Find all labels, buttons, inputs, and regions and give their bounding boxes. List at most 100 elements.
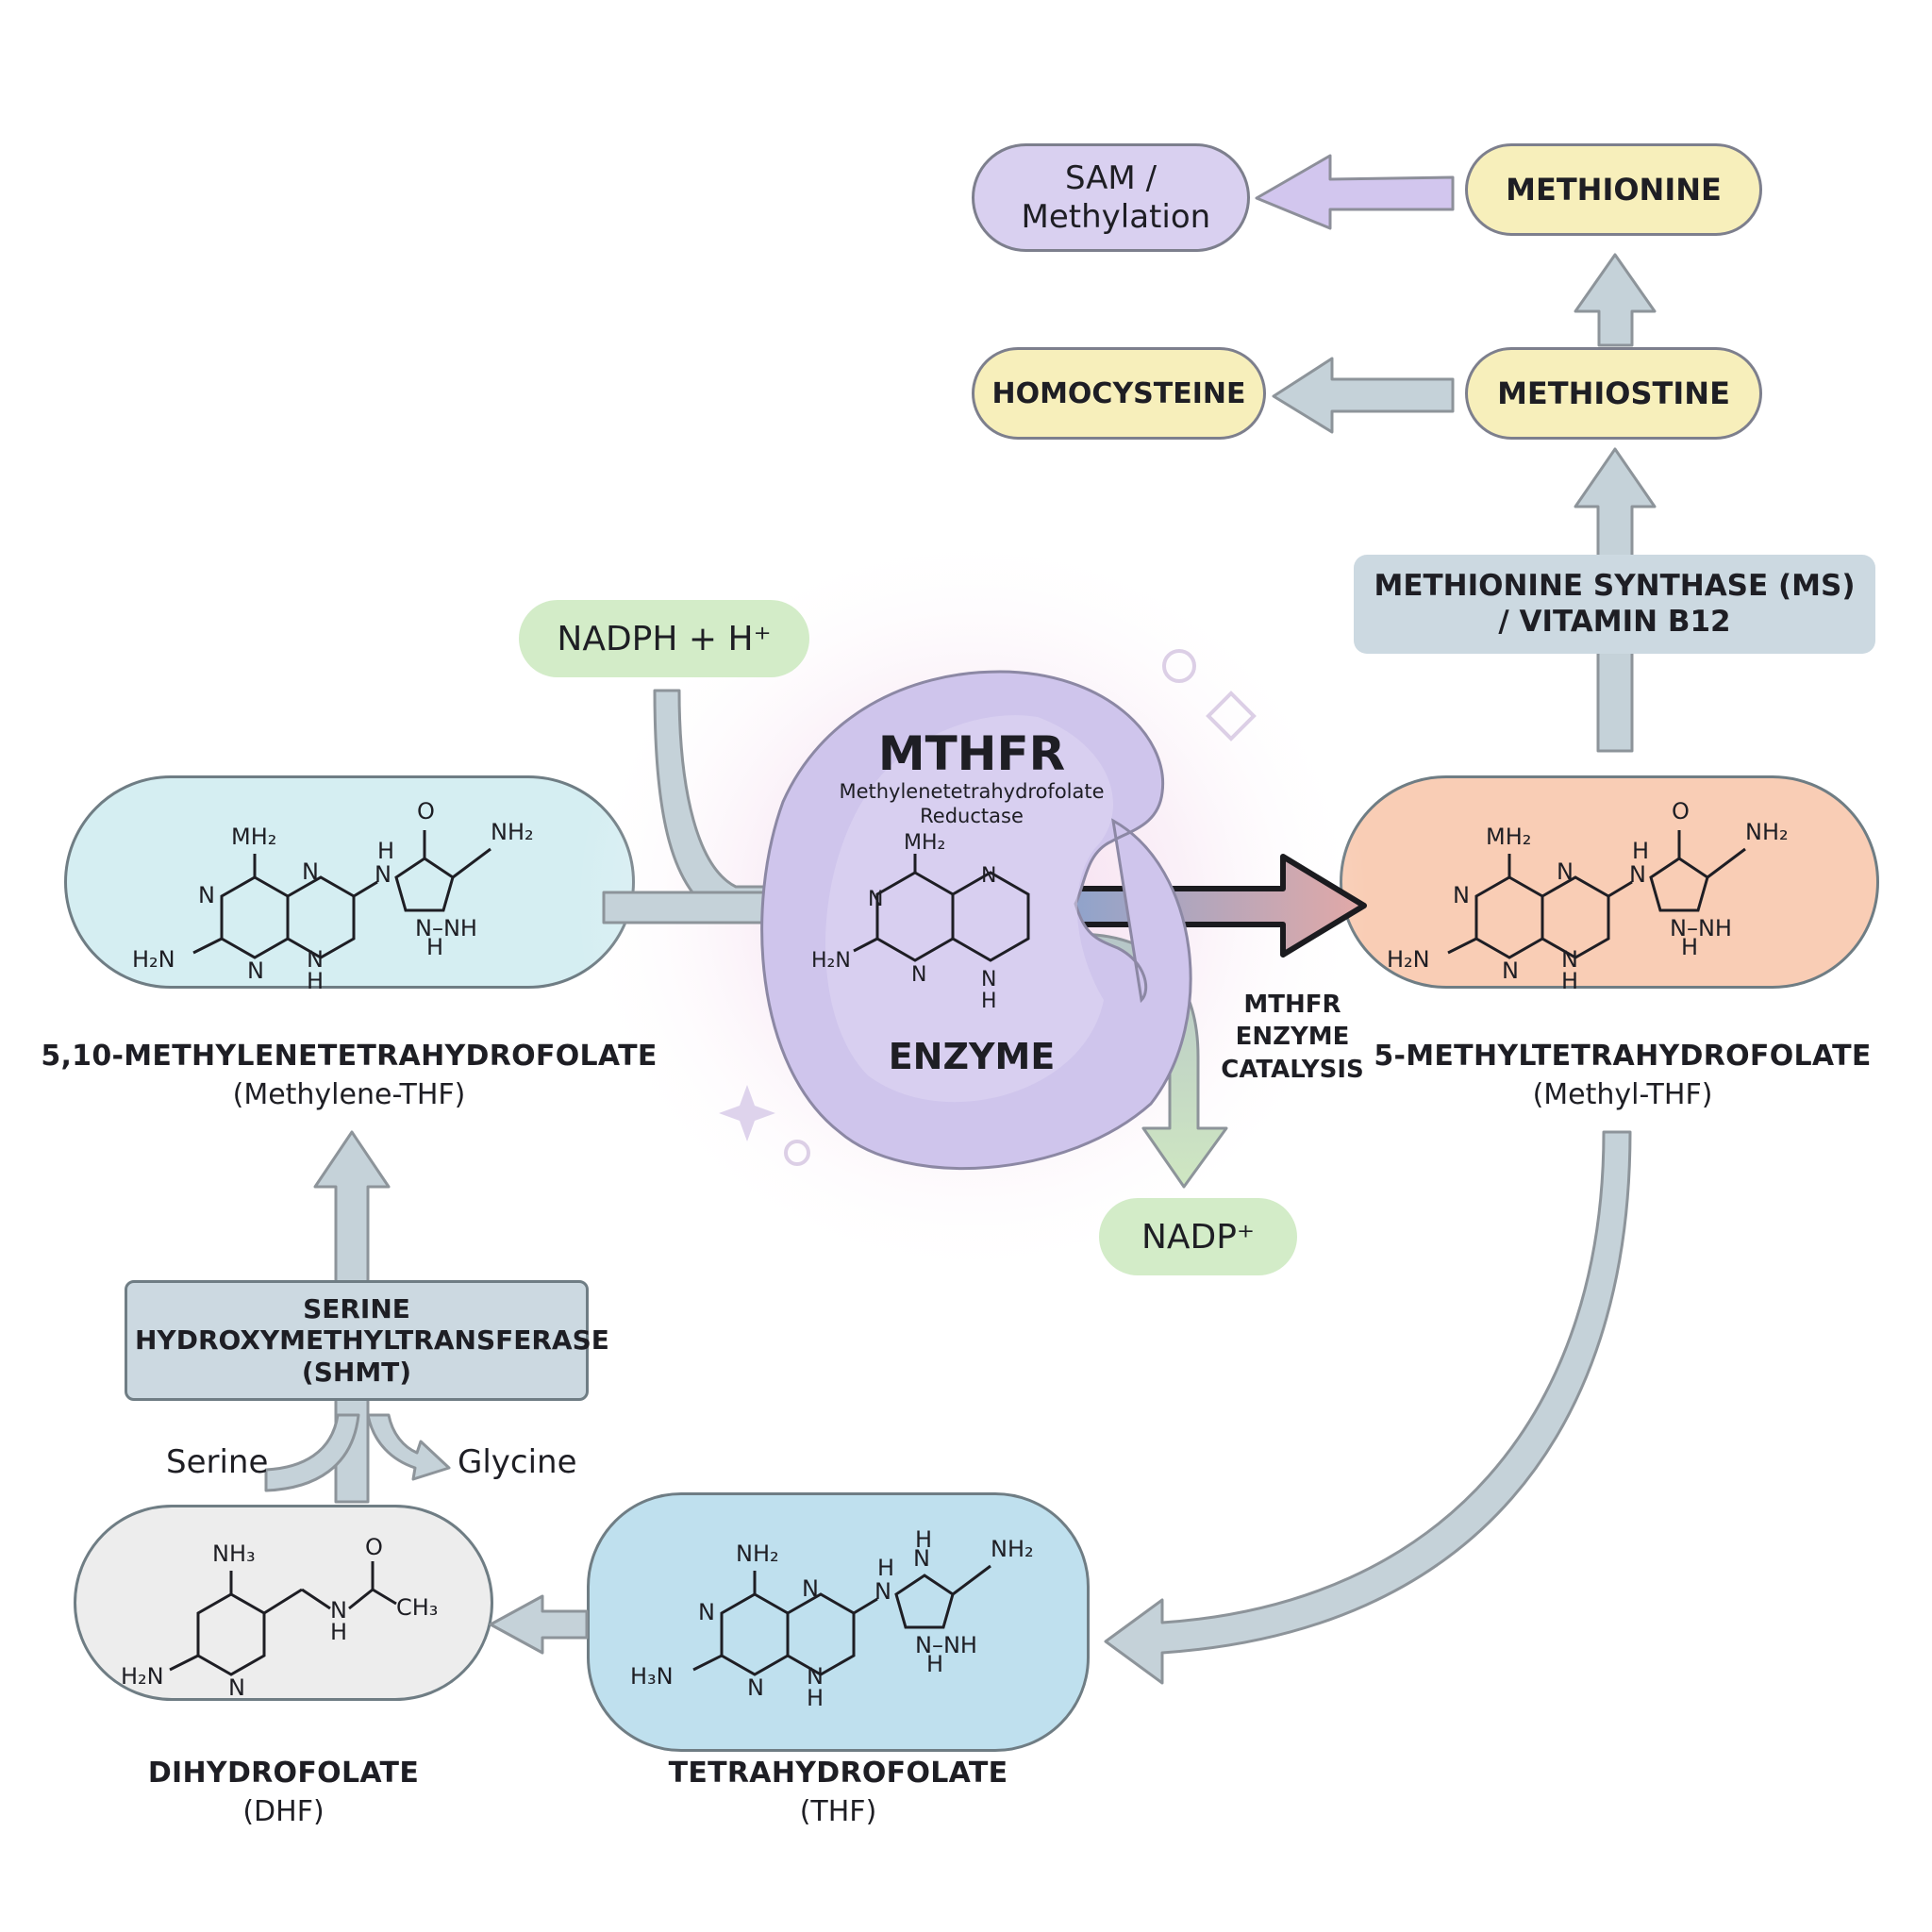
shmt-label: SERINE HYDROXYMETHYLTRANSFERASE (SHMT): [135, 1292, 609, 1388]
svg-text:O: O: [1672, 798, 1690, 824]
svg-text:MH₂: MH₂: [231, 824, 276, 850]
arrow-methionine-to-sam: [1255, 154, 1455, 230]
svg-text:N: N: [868, 888, 883, 911]
methionine-synthase-box: METHIONINE SYNTHASE (MS) / VITAMIN B12: [1354, 555, 1875, 654]
svg-text:N: N: [375, 861, 391, 888]
methylthf-caption: 5-METHYLTETRAHYDROFOLATE (Methyl-THF): [1340, 1040, 1906, 1111]
enzyme-pterin-structure: [853, 854, 1030, 962]
decor-circle: [784, 1140, 810, 1166]
svg-text:H₂N: H₂N: [811, 949, 851, 973]
dhf-name: DIHYDROFOLATE: [147, 1757, 420, 1790]
arrow-methiostine-to-homocysteine: [1272, 357, 1455, 434]
methylenethf-caption: 5,10-METHYLENETETRAHYDROFOLATE (Methylen…: [38, 1040, 660, 1111]
svg-text:H: H: [1632, 838, 1649, 864]
sam-node: SAM / Methylation: [972, 143, 1250, 252]
methiostine-node-label: METHIOSTINE: [1497, 375, 1730, 411]
methylthf-name: 5-METHYLTETRAHYDROFOLATE: [1374, 1040, 1872, 1073]
mthfr-enzyme-inner: [825, 715, 1113, 1103]
svg-text:H: H: [915, 1526, 932, 1553]
svg-text:NH₂: NH₂: [1745, 819, 1789, 845]
arrow-thf-to-dhf: [489, 1594, 589, 1655]
svg-text:H: H: [807, 1685, 824, 1711]
svg-text:N: N: [807, 1663, 824, 1690]
svg-text:N: N: [330, 1597, 347, 1624]
svg-text:N: N: [1453, 882, 1470, 908]
thf-caption: TETRAHYDROFOLATE (THF): [587, 1757, 1090, 1828]
shmt-box: SERINE HYDROXYMETHYLTRANSFERASE (SHMT): [125, 1280, 609, 1401]
svg-text:N: N: [802, 1575, 819, 1602]
homocysteine-node-label: HOMOCYSTEINE: [991, 376, 1246, 410]
svg-text:H₂N: H₂N: [121, 1663, 164, 1690]
svg-text:H: H: [926, 1651, 943, 1677]
methionine-synthase-label: METHIONINE SYNTHASE (MS) / VITAMIN B12: [1374, 569, 1856, 639]
svg-text:CH₃: CH₃: [396, 1594, 438, 1621]
thf-labels: NH₂ N N N N H H₃N H N H N NH₂ N–NH H: [630, 1526, 1034, 1711]
svg-text:N: N: [981, 968, 996, 991]
svg-text:N: N: [981, 864, 996, 888]
svg-text:N: N: [913, 1545, 930, 1572]
dhf-caption: DIHYDROFOLATE (DHF): [74, 1757, 493, 1828]
thf-structure: [692, 1564, 991, 1676]
svg-text:MH₂: MH₂: [1486, 824, 1531, 850]
glycine-label: Glycine: [458, 1443, 577, 1481]
serine-label: Serine: [166, 1443, 269, 1481]
svg-text:H: H: [307, 968, 324, 994]
methylenethf-labels: MH₂ N N N N H H₂N H N O NH₂ N–NH H: [132, 798, 534, 994]
svg-text:O: O: [365, 1534, 383, 1560]
thf-name: TETRAHYDROFOLATE: [668, 1757, 1008, 1790]
svg-text:H: H: [1561, 968, 1578, 994]
svg-text:NH₂: NH₂: [991, 1536, 1034, 1562]
svg-text:N: N: [198, 882, 215, 908]
svg-text:H: H: [377, 838, 394, 864]
svg-text:N: N: [302, 858, 319, 885]
sam-node-label: SAM / Methylation: [1021, 158, 1211, 236]
methionine-node: METHIONINE: [1465, 143, 1762, 236]
svg-text:H₃N: H₃N: [630, 1663, 674, 1690]
methylenethf-abbr: (Methylene-THF): [232, 1078, 466, 1111]
decor-sparkle: [719, 1085, 775, 1141]
svg-text:N: N: [307, 946, 324, 973]
svg-text:N: N: [1502, 958, 1519, 984]
svg-text:H: H: [426, 934, 443, 960]
arrow-mthfr-catalysis: [1065, 854, 1367, 958]
methionine-node-label: METHIONINE: [1506, 172, 1722, 208]
catalysis-label: MTHFR ENZYME CATALYSIS: [1221, 991, 1364, 1084]
enzyme-pterin-labels: MH₂ N N N N H H₂N: [811, 831, 997, 1013]
svg-text:N: N: [874, 1578, 891, 1605]
svg-text:NH₃: NH₃: [212, 1541, 256, 1567]
nadp-node-label: NADP⁺: [1141, 1217, 1255, 1257]
mthfr-enzyme-label: ENZYME: [888, 1036, 1056, 1077]
methylthf-labels: MH₂ N N N N H H₂N H N O NH₂ N–NH H: [1387, 798, 1789, 994]
nadph-node-label: NADPH + H⁺: [557, 619, 772, 658]
methylthf-structure: [1447, 830, 1746, 959]
methylthf-abbr: (Methyl-THF): [1532, 1078, 1713, 1111]
svg-text:N: N: [247, 958, 264, 984]
dhf-structure: [169, 1561, 397, 1676]
methiostine-node: METHIOSTINE: [1465, 347, 1762, 440]
mthfr-full-name: Methylenetetrahydrofolate Reductase: [839, 780, 1105, 828]
svg-text:H: H: [981, 990, 997, 1013]
nadph-node: NADPH + H⁺: [519, 600, 809, 677]
svg-text:N: N: [1629, 861, 1646, 888]
decor-circle: [1162, 649, 1196, 683]
svg-text:N: N: [228, 1674, 245, 1701]
svg-text:H: H: [330, 1619, 347, 1645]
svg-text:H: H: [1681, 934, 1698, 960]
dhf-abbr: (DHF): [242, 1795, 325, 1828]
arrow-methiostine-to-methionine: [1574, 253, 1657, 347]
svg-text:N–NH: N–NH: [415, 915, 477, 941]
svg-text:N: N: [747, 1674, 764, 1701]
methylenethf-name: 5,10-METHYLENETETRAHYDROFOLATE: [41, 1040, 658, 1073]
homocysteine-node: HOMOCYSTEINE: [972, 347, 1266, 440]
dhf-labels: NH₃ N H₂N N H O CH₃: [121, 1534, 438, 1701]
svg-text:N: N: [911, 963, 926, 987]
svg-text:N: N: [1561, 946, 1578, 973]
svg-text:N–NH: N–NH: [1670, 915, 1732, 941]
svg-text:NH₂: NH₂: [736, 1541, 779, 1567]
svg-text:H₂N: H₂N: [132, 946, 175, 973]
svg-text:H₂N: H₂N: [1387, 946, 1430, 973]
methylenethf-structure: [192, 830, 491, 959]
arrow-serine-in: [264, 1413, 360, 1492]
svg-text:MH₂: MH₂: [904, 831, 945, 855]
